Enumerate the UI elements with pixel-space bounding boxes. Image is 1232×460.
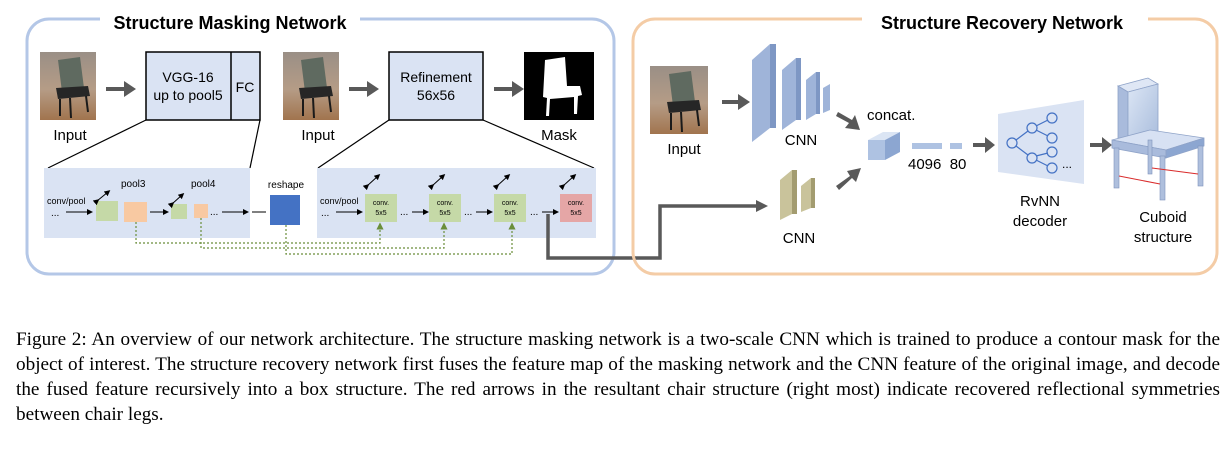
arrow-icon [494, 81, 524, 97]
svg-text:...: ... [530, 207, 538, 218]
recovery-network-title: Structure Recovery Network [881, 13, 1124, 33]
svg-text:56x56: 56x56 [417, 87, 455, 103]
svg-text:5x5: 5x5 [375, 210, 386, 217]
svg-text:conv.: conv. [437, 200, 453, 207]
svg-text:up to pool5: up to pool5 [153, 87, 222, 103]
svg-text:conv/pool: conv/pool [47, 196, 86, 206]
pool4-block [194, 204, 208, 218]
svg-text:...: ... [1062, 157, 1072, 171]
fc-vector-80 [950, 143, 962, 149]
cnn-bottom-label: CNN [783, 230, 816, 247]
concat-label: concat. [867, 107, 915, 124]
svg-text:...: ... [51, 208, 59, 219]
svg-text:pool4: pool4 [191, 179, 216, 190]
svg-text:...: ... [321, 208, 329, 219]
input-photo-2 [283, 52, 339, 120]
decoder-label-2: decoder [1013, 213, 1067, 230]
reshape-label: reshape [268, 180, 305, 191]
concat-cube [868, 132, 900, 160]
masking-network-title: Structure Masking Network [113, 13, 347, 33]
vgg-block: VGG-16 up to pool5 FC [145, 51, 261, 121]
svg-text:Refinement: Refinement [400, 69, 472, 85]
decoder-label-1: RvNN [1020, 193, 1060, 210]
svg-text:...: ... [400, 207, 408, 218]
svg-text:5x5: 5x5 [504, 210, 515, 217]
conv-block [171, 204, 187, 219]
mask-label: Mask [541, 127, 577, 144]
arrow-icon [836, 168, 861, 190]
svg-text:conv/pool: conv/pool [320, 196, 359, 206]
masking-network-group: Structure Masking Network Input VGG-16 u… [25, 8, 616, 276]
refine-conv-2: conv. 5x5 [427, 173, 461, 222]
svg-text:conv.: conv. [502, 200, 518, 207]
arrow-icon [836, 112, 860, 130]
svg-text:...: ... [210, 207, 218, 218]
arrow-icon [973, 137, 995, 153]
arrow-icon [1090, 137, 1112, 153]
cuboid-chair [1111, 77, 1205, 201]
input-photo-3 [650, 66, 708, 134]
skip-connections [135, 218, 516, 255]
architecture-diagram: Structure Masking Network Input VGG-16 u… [25, 8, 1219, 276]
cnn-top-stack [752, 44, 830, 142]
input-photo-1 [40, 52, 96, 120]
svg-text:5x5: 5x5 [570, 210, 581, 217]
fc-vector-4096 [912, 143, 942, 149]
pool3-block [124, 202, 147, 222]
input-label-2: Input [301, 127, 335, 144]
cnn-bottom-stack [780, 170, 815, 220]
refinement-block: Refinement 56x56 [388, 51, 484, 121]
arrow-icon [722, 94, 750, 110]
recovery-network-group: Structure Recovery Network Input CNN [631, 8, 1219, 276]
fc-label: FC [236, 79, 255, 95]
fc-dims-label: 4096 80 [908, 156, 966, 173]
svg-text:conv.: conv. [568, 200, 584, 207]
svg-text:...: ... [464, 207, 472, 218]
svg-text:5x5: 5x5 [439, 210, 450, 217]
refine-conv-1: conv. 5x5 [362, 173, 397, 222]
refine-conv-3: conv. 5x5 [492, 173, 526, 222]
conv-block [96, 201, 118, 221]
input-label-3: Input [667, 141, 701, 158]
reshape-block [270, 195, 300, 225]
cuboid-label-2: structure [1134, 229, 1192, 246]
figure-caption: Figure 2: An overview of our network arc… [16, 329, 1220, 425]
refine-conv-final: conv. 5x5 [558, 173, 592, 222]
svg-text:conv.: conv. [373, 200, 389, 207]
arrow-icon [106, 81, 136, 97]
svg-text:VGG-16: VGG-16 [162, 69, 214, 85]
feature-connector-arrow [546, 204, 758, 260]
cnn-top-label: CNN [785, 132, 818, 149]
cuboid-label-1: Cuboid [1139, 209, 1187, 226]
rvnn-decoder: ... [998, 100, 1084, 184]
svg-text:pool3: pool3 [121, 179, 146, 190]
arrow-icon [349, 81, 379, 97]
mask-image [524, 52, 594, 120]
input-label-1: Input [53, 127, 87, 144]
